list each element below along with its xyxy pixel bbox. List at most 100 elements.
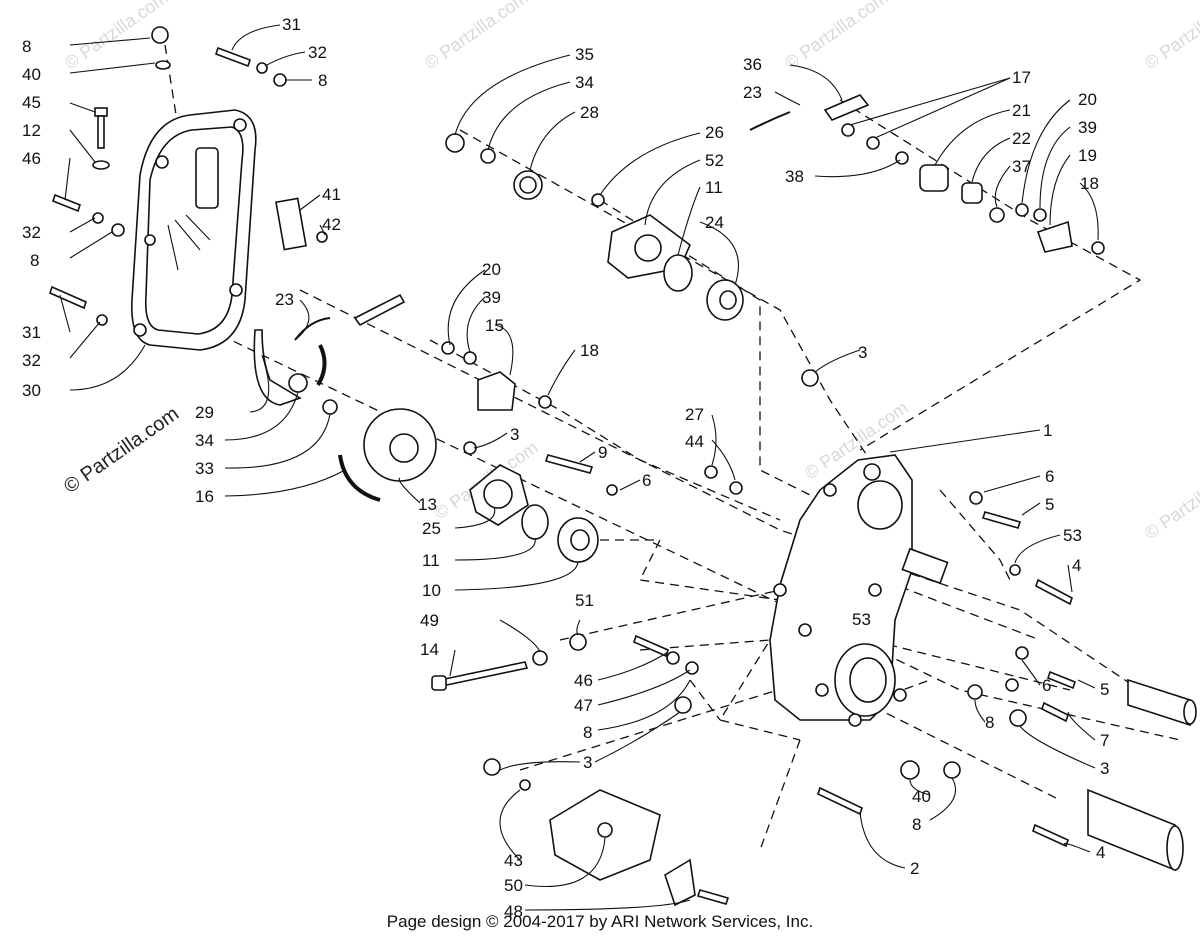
callout-43: 43 [504, 851, 523, 870]
gear-case-housing [769, 454, 949, 727]
callout-36: 36 [743, 55, 762, 74]
callout-25: 25 [422, 519, 441, 538]
callout-6: 6 [1045, 467, 1054, 486]
callout-23: 23 [275, 290, 294, 309]
callout-42: 42 [322, 215, 341, 234]
callout-49: 49 [420, 611, 439, 630]
callout-30: 30 [22, 381, 41, 400]
callout-26: 26 [705, 123, 724, 142]
callout-11: 11 [422, 551, 440, 570]
callout-1: 1 [1043, 421, 1052, 440]
callout-52: 52 [705, 151, 724, 170]
callout-39: 39 [482, 288, 501, 307]
callout-8: 8 [985, 713, 994, 732]
tensioner-blade [253, 329, 302, 406]
watermark-text: © Partzilla.com [1141, 457, 1200, 543]
callout-35: 35 [575, 45, 594, 64]
cotter-pin-top [749, 111, 791, 131]
tensioner-spring-top [823, 94, 870, 121]
leader-lines [59, 24, 1099, 911]
callout-31: 31 [22, 323, 41, 342]
drive-chain [338, 454, 381, 502]
bottom-bracket [549, 789, 696, 907]
callout-19: 19 [1078, 146, 1097, 165]
callout-33: 8 [912, 815, 921, 834]
callout-32: 32 [308, 43, 327, 62]
callout-29: 29 [195, 403, 214, 422]
callout-7: 7 [1100, 731, 1109, 750]
callout-14: 14 [420, 640, 439, 659]
callout-10: 10 [422, 581, 441, 600]
bolt-9 [544, 454, 594, 474]
chain-case-cover [131, 109, 257, 351]
callout-44: 44 [685, 432, 704, 451]
callout-51: 51 [575, 591, 594, 610]
callout-27: 27 [685, 405, 704, 424]
callout-16: 16 [195, 487, 214, 506]
callout-numbers: 8 40 45 12 46 32 8 31 32 30 31 32 8 41 4… [22, 15, 1109, 921]
callout-17: 17 [1012, 68, 1031, 87]
callout-5: 5 [1100, 680, 1109, 699]
callout-53: 53 [1063, 526, 1082, 545]
callout-2: 2 [910, 859, 919, 878]
callout-34: 34 [575, 73, 594, 92]
callout-23: 23 [743, 83, 762, 102]
callout-47: 47 [574, 696, 593, 715]
watermark-text: © Partzilla.com [421, 0, 532, 73]
callout-8: 8 [583, 723, 592, 742]
callout-4: 4 [1072, 556, 1081, 575]
callout-33: 8 [22, 37, 31, 56]
large-sprocket [363, 408, 437, 482]
callout-24: 24 [705, 213, 724, 232]
bearing-lower [557, 517, 599, 563]
callout-15: 15 [485, 316, 504, 335]
callout-39: 39 [1078, 118, 1097, 137]
callout-32: 32 [22, 351, 41, 370]
callout-31: 31 [282, 15, 301, 34]
callout-34: 33 [195, 459, 214, 478]
roller-21 [919, 164, 949, 192]
callout-13: 13 [418, 495, 437, 514]
bracket-15 [477, 371, 516, 411]
callout-40: 40 [912, 787, 931, 806]
cover-plate [275, 197, 307, 251]
callout-20: 20 [482, 260, 501, 279]
tensioner-arm [1036, 220, 1073, 253]
callout-41: 41 [322, 185, 341, 204]
callout-32: 32 [22, 223, 41, 242]
callout-38: 38 [785, 167, 804, 186]
copyright-footer: Page design © 2004-2017 by ARI Network S… [386, 912, 814, 931]
callout-12: 12 [22, 121, 41, 140]
callout-11: 11 [705, 178, 723, 197]
callout-6: 6 [1042, 676, 1051, 695]
callout-46: 46 [574, 671, 593, 690]
callout-3: 3 [583, 753, 592, 772]
callout-46: 46 [22, 149, 41, 168]
top-sprocket [513, 170, 543, 200]
callout-8: 8 [30, 251, 39, 270]
callout-35: 34 [195, 431, 214, 450]
callout-53: 53 [852, 610, 871, 629]
callout-3: 3 [858, 343, 867, 362]
tensioner-spring [316, 344, 327, 387]
callout-40: 40 [22, 65, 41, 84]
callout-3: 3 [1100, 759, 1109, 778]
bearing-top [706, 279, 744, 321]
output-shaft-upper [1127, 678, 1191, 727]
callout-22: 22 [1012, 129, 1031, 148]
callout-37: 37 [1012, 157, 1031, 176]
callout-8: 8 [318, 71, 327, 90]
callout-45: 45 [22, 93, 41, 112]
callout-6: 6 [642, 471, 651, 490]
watermark-text: © Partzilla.com [781, 0, 892, 73]
callout-50: 50 [504, 876, 523, 895]
callout-21: 21 [1012, 101, 1031, 120]
callout-18: 18 [1080, 174, 1099, 193]
bushing-22 [961, 182, 983, 204]
callout-5: 5 [1045, 495, 1054, 514]
dipstick [92, 107, 110, 170]
callout-28: 28 [580, 103, 599, 122]
callout-4: 4 [1096, 843, 1105, 862]
callout-18: 18 [580, 341, 599, 360]
